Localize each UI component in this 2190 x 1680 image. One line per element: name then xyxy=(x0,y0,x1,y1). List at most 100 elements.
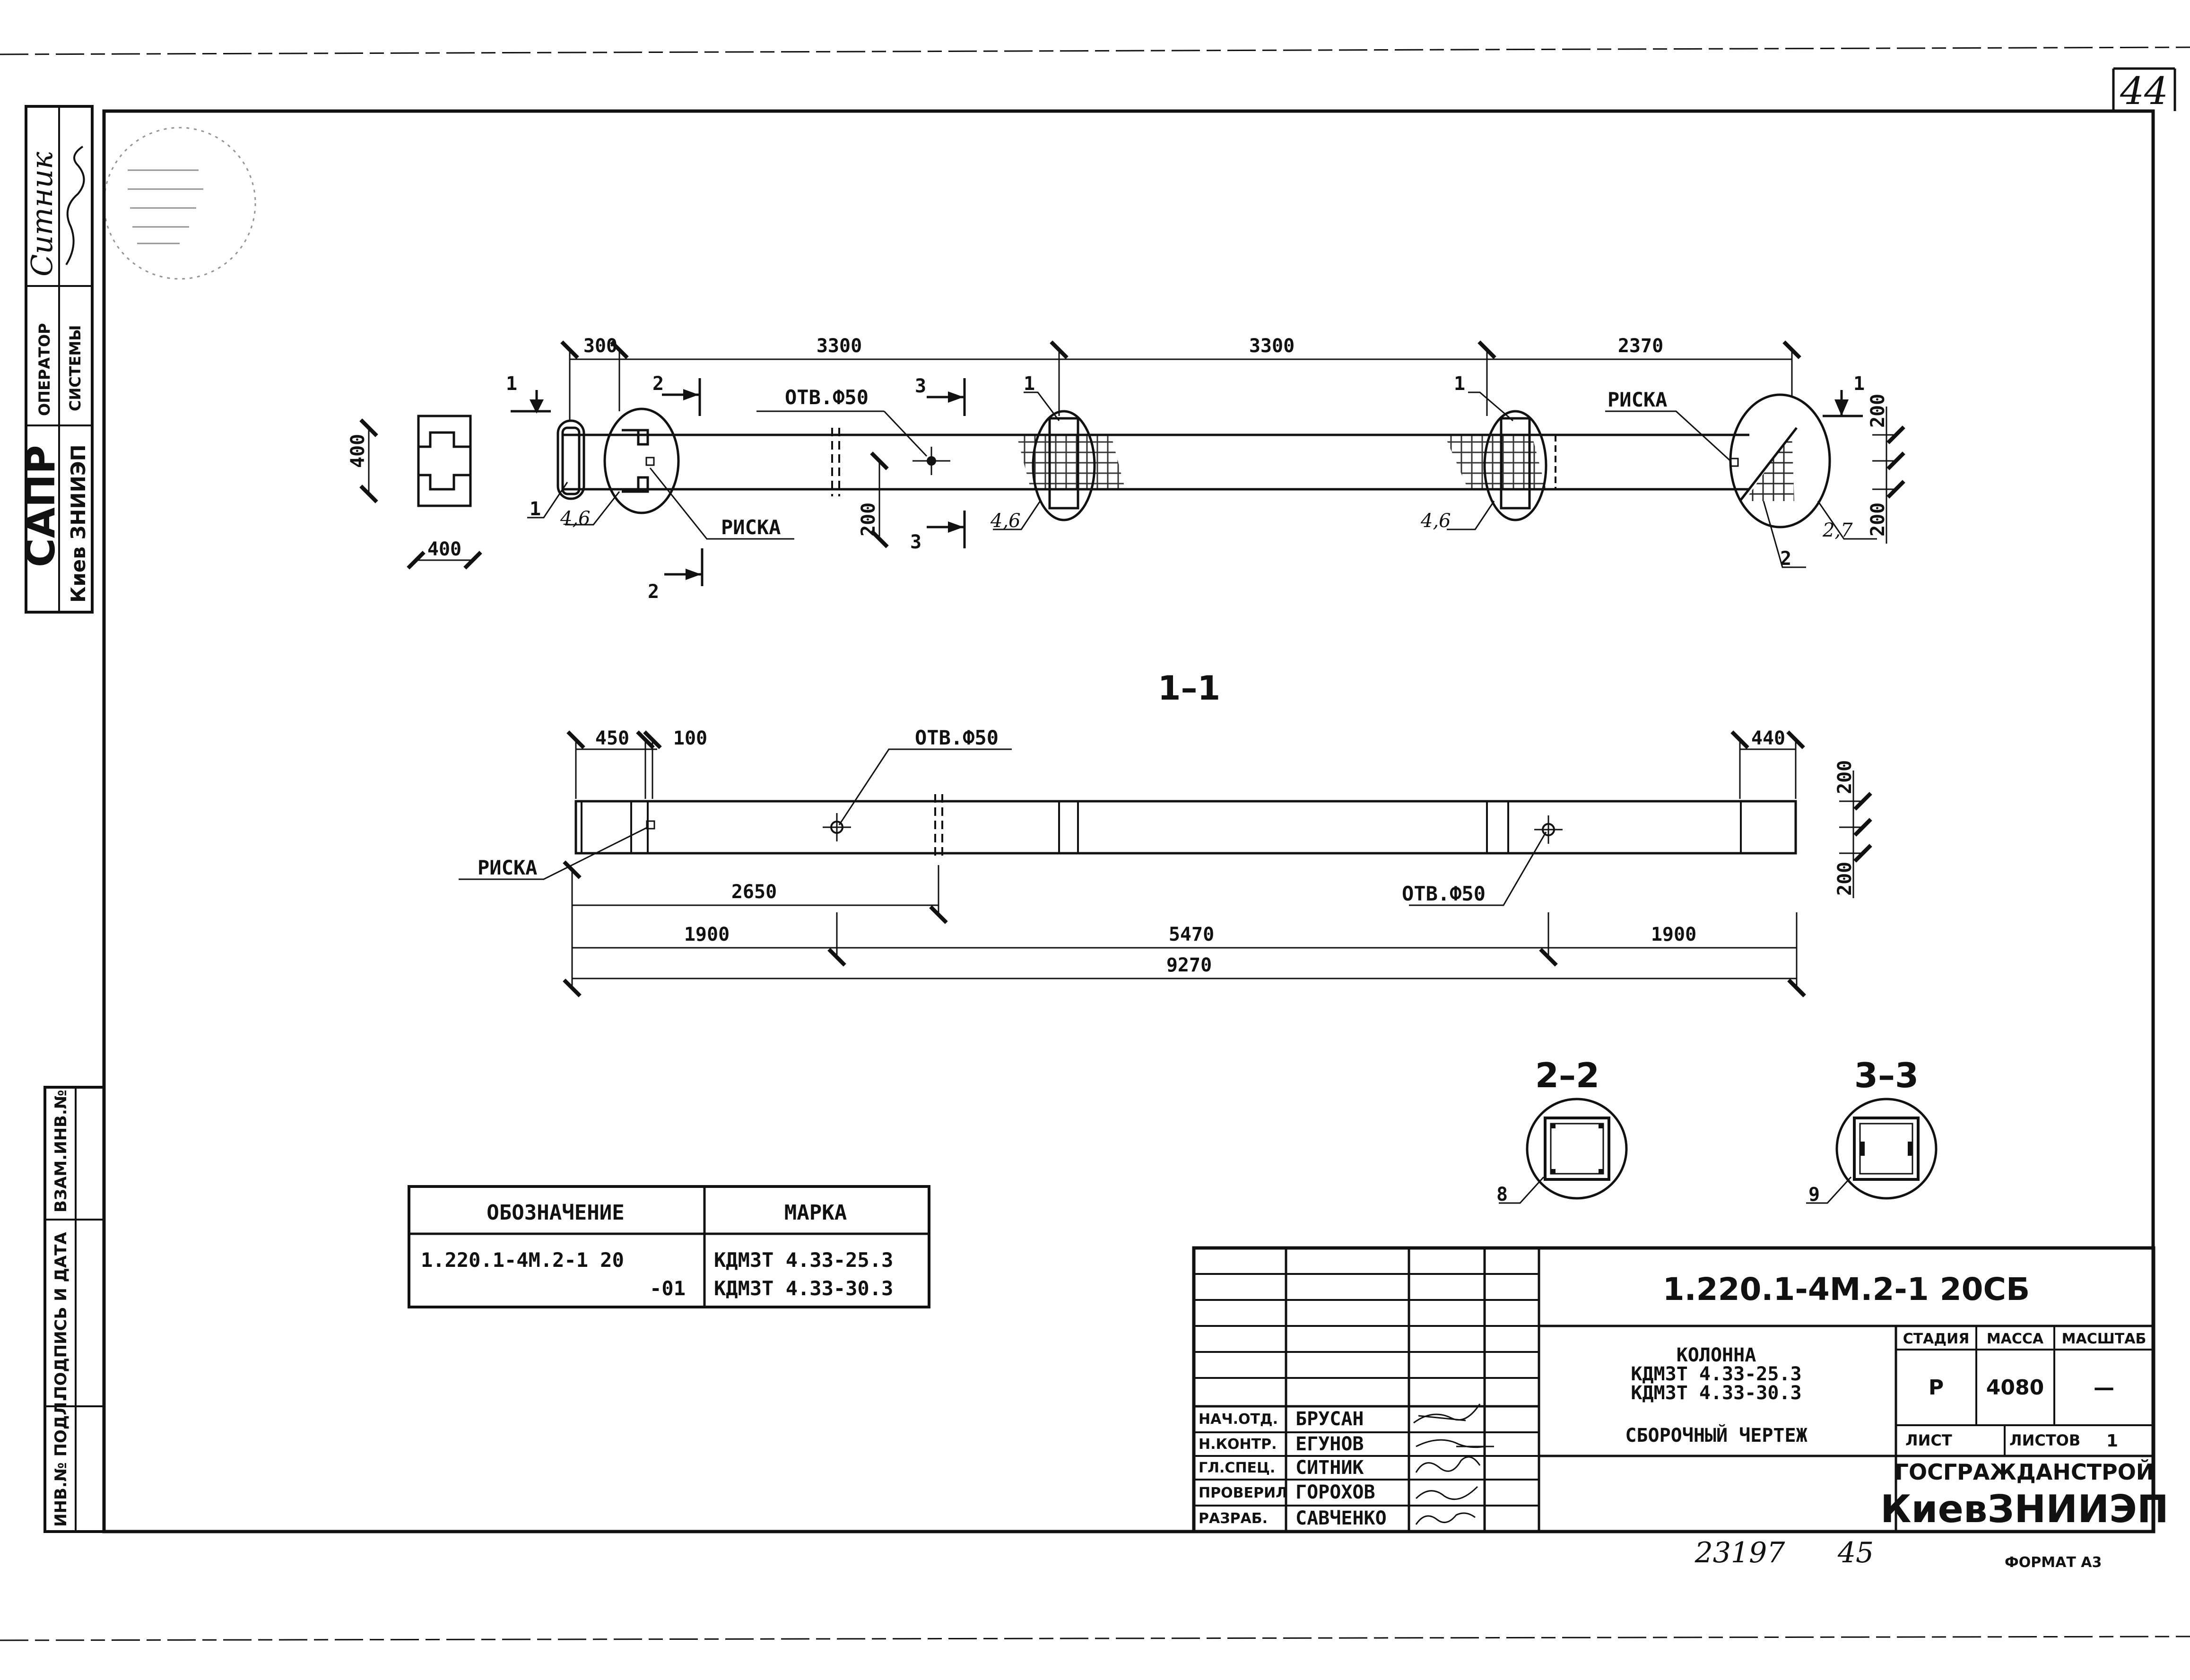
plan-dim-width: 400 xyxy=(427,538,461,560)
elev-hole-label-bottom: ОТВ.Ф50 xyxy=(1402,882,1486,905)
operator-label-1: ОПЕРАТОР xyxy=(35,323,53,416)
operator-name: Ситник xyxy=(25,151,59,277)
node-4-6-left xyxy=(603,407,680,514)
elev-dim-9270: 9270 xyxy=(1166,954,1212,976)
stage-value: Р xyxy=(1929,1376,1944,1400)
name-0: БРУСАН xyxy=(1295,1408,1364,1430)
plan-dim-right-bottom: 200 xyxy=(1867,502,1889,537)
operator-label-2: СИСТЕМЫ xyxy=(66,325,84,411)
callout-4-6-right: 4,6 xyxy=(1420,510,1451,532)
signatures xyxy=(1413,1403,1494,1525)
mass-value: 4080 xyxy=(1986,1376,2044,1400)
callout-2-7: 2,7 xyxy=(1822,520,1853,541)
name-1: ЕГУНОВ xyxy=(1295,1433,1364,1455)
operator-signature xyxy=(65,146,85,266)
plan-view: 400 400 ОТВ.Ф50 200 xyxy=(347,335,1905,603)
title-code: 1.220.1-4М.2-1 20СБ xyxy=(1663,1271,2030,1308)
role-4: РАЗРАБ. xyxy=(1199,1510,1268,1527)
marks-header-mark: МАРКА xyxy=(784,1201,847,1225)
bottom-edge-line xyxy=(0,1636,2190,1641)
plan-dim-3300-a: 3300 xyxy=(817,335,862,357)
section-3-3: 3–3 9 xyxy=(1806,1056,1938,1205)
podpis-data-label: ПОДПИСЬ И ДАТА xyxy=(52,1232,70,1399)
elev-hole-label-top: ОТВ.Ф50 xyxy=(915,726,999,749)
marks-mark-2: КДМ3Т 4.33-30.3 xyxy=(714,1277,893,1300)
org-label-vertical: Киев ЗНИИЭП xyxy=(67,444,90,603)
plan-dim-hole-offset: 200 xyxy=(858,502,879,537)
left-strip-bottom: ИНВ.№ ПОДЛ. ПОДПИСЬ И ДАТА ВЗАМ.ИНВ.№ xyxy=(43,1086,105,1533)
elev-dim-5470: 5470 xyxy=(1169,924,1214,945)
section-mark-3-top: 3 xyxy=(915,375,926,397)
plan-riska-left: РИСКА xyxy=(721,516,781,539)
scale-value: — xyxy=(2094,1376,2114,1400)
section-mark-3-bottom: 3 xyxy=(910,531,921,553)
name-3: ГОРОХОВ xyxy=(1295,1481,1375,1503)
elev-dim-right-top: 200 xyxy=(1834,760,1856,794)
plan-dim-height: 400 xyxy=(347,434,369,468)
elevation-title: 1–1 xyxy=(1158,669,1220,708)
org-line-2: КиевЗНИИЭП xyxy=(1880,1487,2169,1531)
callout-4-6-left: 4,6 xyxy=(560,508,591,529)
bottom-note-left: 23197 xyxy=(1695,1536,1786,1569)
org-line-1: ГОСГРАЖДАНСТРОЙ xyxy=(1895,1459,2155,1485)
section-2-2-callout: 8 xyxy=(1496,1184,1508,1205)
elev-dim-2650: 2650 xyxy=(731,881,777,903)
plan-hole-label: ОТВ.Ф50 xyxy=(785,386,869,409)
plan-dim-300: 300 xyxy=(583,335,617,357)
marks-mark-1: КДМ3Т 4.33-25.3 xyxy=(714,1248,893,1272)
marks-table: ОБОЗНАЧЕНИЕ МАРКА 1.220.1-4М.2-1 20 -01 … xyxy=(408,1185,930,1308)
elev-dim-440: 440 xyxy=(1751,727,1785,749)
mass-label: МАССА xyxy=(1987,1331,2044,1347)
section-mark-1-left: 1 xyxy=(506,373,517,395)
marks-designation-suffix: -01 xyxy=(650,1277,686,1300)
plan-dim-3300-b: 3300 xyxy=(1249,335,1295,357)
elev-dim-450: 450 xyxy=(595,727,629,749)
elev-dim-right-bottom: 200 xyxy=(1834,862,1856,896)
inv-podl-label: ИНВ.№ ПОДЛ. xyxy=(52,1396,70,1527)
sapr-label: САПР xyxy=(17,445,64,567)
top-edge-line xyxy=(0,46,2190,55)
role-2: ГЛ.СПЕЦ. xyxy=(1199,1460,1275,1476)
bottom-note-right: 45 xyxy=(1837,1536,1874,1569)
callout-1-right: 1 xyxy=(1454,373,1465,395)
drawing-frame xyxy=(102,109,2155,1533)
section-3-3-callout: 9 xyxy=(1808,1184,1820,1205)
callout-1-left: 1 xyxy=(530,498,541,520)
role-3: ПРОВЕРИЛ xyxy=(1199,1485,1287,1501)
node-1 xyxy=(556,419,585,500)
section-mark-2-bottom: 2 xyxy=(648,581,659,603)
name-2: СИТНИК xyxy=(1295,1457,1364,1479)
elevation-column-body xyxy=(574,800,1797,855)
section-mark-1-right: 1 xyxy=(1853,373,1865,395)
title-name-3: КДМ3Т 4.33-30.3 xyxy=(1631,1382,1801,1404)
marks-header-designation: ОБОЗНАЧЕНИЕ xyxy=(487,1201,624,1225)
title-name-2: КДМ3Т 4.33-25.3 xyxy=(1631,1363,1801,1385)
section-3-3-title: 3–3 xyxy=(1854,1056,1919,1095)
plan-riska-right: РИСКА xyxy=(1608,388,1667,411)
marks-designation: 1.220.1-4М.2-1 20 xyxy=(421,1248,624,1272)
elev-riska: РИСКА xyxy=(478,856,537,879)
column-end-section xyxy=(417,415,472,507)
sheets-label: ЛИСТОВ xyxy=(2009,1431,2080,1449)
section-mark-2-top: 2 xyxy=(652,373,664,395)
elevation-view: 1–1 ОТВ.Ф50 ОТВ.Ф50 РИСКА 450 100 xyxy=(459,669,1872,997)
format-label: ФОРМАТ А3 xyxy=(2005,1554,2102,1571)
stage-label: СТАДИЯ xyxy=(1903,1331,1970,1347)
elev-dim-1900-right: 1900 xyxy=(1651,924,1696,945)
title-name-1: КОЛОННА xyxy=(1677,1344,1756,1366)
sheets-value: 1 xyxy=(2106,1431,2118,1451)
name-4: САВЧЕНКО xyxy=(1295,1507,1387,1529)
sheet-number: 44 xyxy=(2120,69,2168,113)
callout-1-mid: 1 xyxy=(1024,373,1035,395)
section-2-2: 2–2 8 xyxy=(1496,1056,1628,1205)
elev-dim-100: 100 xyxy=(673,727,707,749)
sheet-label: ЛИСТ xyxy=(1905,1431,1952,1449)
callout-2: 2 xyxy=(1780,548,1791,570)
role-0: НАЧ.ОТД. xyxy=(1199,1411,1278,1428)
role-1: Н.КОНТР. xyxy=(1199,1436,1277,1453)
elev-dim-1900-left: 1900 xyxy=(684,924,730,945)
section-2-2-title: 2–2 xyxy=(1535,1056,1599,1095)
title-block: НАЧ.ОТД. Н.КОНТР. ГЛ.СПЕЦ. ПРОВЕРИЛ РАЗР… xyxy=(1192,1246,2169,1533)
plan-dim-2370: 2370 xyxy=(1618,335,1663,357)
